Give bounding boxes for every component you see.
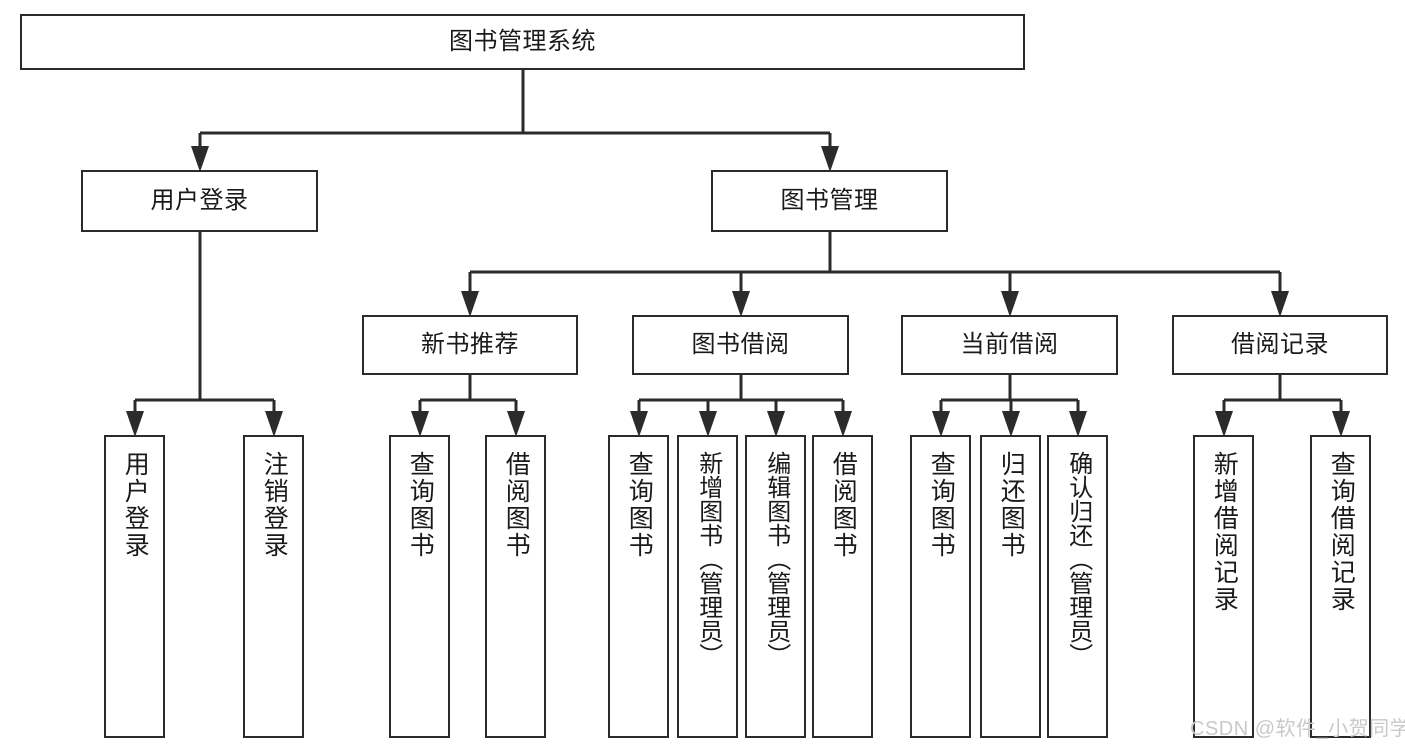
arrowhead-leaf-query-book-rec bbox=[411, 411, 429, 437]
node-leaf-add-book-admin[interactable]: 新增图书（管理员） bbox=[677, 435, 738, 738]
node-leaf-borrow-book[interactable]: 借阅图书 bbox=[812, 435, 873, 738]
node-user-login[interactable]: 用户登录 bbox=[81, 170, 318, 232]
arrowhead-user-login bbox=[191, 146, 209, 172]
node-leaf-query-book-borrow[interactable]: 查询图书 bbox=[608, 435, 669, 738]
node-label-leaf-return-book: 归还图书 bbox=[997, 451, 1026, 559]
arrowhead-book-borrow bbox=[732, 291, 750, 317]
node-label-leaf-add-book-admin: 新增图书（管理员） bbox=[694, 451, 722, 667]
node-label-leaf-borrow-book: 借阅图书 bbox=[829, 451, 858, 559]
node-label-leaf-user-login: 用户登录 bbox=[121, 451, 150, 559]
node-leaf-query-book-current[interactable]: 查询图书 bbox=[910, 435, 971, 738]
node-leaf-add-borrow-record[interactable]: 新增借阅记录 bbox=[1193, 435, 1254, 738]
node-label-leaf-add-borrow-record: 新增借阅记录 bbox=[1210, 451, 1239, 613]
node-new-book-recommend[interactable]: 新书推荐 bbox=[362, 315, 578, 375]
node-label-leaf-query-book-current: 查询图书 bbox=[927, 451, 956, 559]
node-borrow-record[interactable]: 借阅记录 bbox=[1172, 315, 1388, 375]
arrowhead-leaf-query-borrow-record bbox=[1332, 411, 1350, 437]
node-label-leaf-query-book-borrow: 查询图书 bbox=[625, 451, 654, 559]
node-root[interactable]: 图书管理系统 bbox=[20, 14, 1025, 70]
node-leaf-return-book[interactable]: 归还图书 bbox=[980, 435, 1041, 738]
arrowhead-borrow-record bbox=[1271, 291, 1289, 317]
node-label-borrow-record: 借阅记录 bbox=[1231, 331, 1329, 359]
node-label-leaf-confirm-return-admin: 确认归还（管理员） bbox=[1064, 451, 1092, 667]
node-label-current-borrow: 当前借阅 bbox=[960, 331, 1059, 359]
arrowhead-new-book-recommend bbox=[461, 291, 479, 317]
arrowhead-current-borrow bbox=[1001, 291, 1019, 317]
arrowhead-leaf-borrow-book-rec bbox=[507, 411, 525, 437]
node-label-leaf-query-book-rec: 查询图书 bbox=[406, 451, 435, 559]
node-book-borrow[interactable]: 图书借阅 bbox=[632, 315, 849, 375]
node-label-book-management: 图书管理 bbox=[780, 187, 879, 215]
node-label-leaf-borrow-book-rec: 借阅图书 bbox=[502, 451, 531, 559]
node-leaf-borrow-book-rec[interactable]: 借阅图书 bbox=[485, 435, 546, 738]
node-label-leaf-edit-book-admin: 编辑图书（管理员） bbox=[762, 451, 790, 667]
arrowhead-leaf-add-book-admin bbox=[699, 411, 717, 437]
node-leaf-user-login[interactable]: 用户登录 bbox=[104, 435, 165, 738]
node-book-management[interactable]: 图书管理 bbox=[711, 170, 948, 232]
node-leaf-query-book-rec[interactable]: 查询图书 bbox=[389, 435, 450, 738]
arrowhead-leaf-user-login bbox=[126, 411, 144, 437]
arrowhead-leaf-return-book bbox=[1002, 411, 1020, 437]
node-label-user-login: 用户登录 bbox=[150, 187, 249, 215]
node-label-book-borrow: 图书借阅 bbox=[691, 331, 790, 359]
node-current-borrow[interactable]: 当前借阅 bbox=[901, 315, 1118, 375]
node-label-leaf-query-borrow-record: 查询借阅记录 bbox=[1327, 451, 1356, 613]
arrowhead-leaf-confirm-return-admin bbox=[1069, 411, 1087, 437]
node-leaf-query-borrow-record[interactable]: 查询借阅记录 bbox=[1310, 435, 1371, 738]
node-label-leaf-logout: 注销登录 bbox=[260, 451, 289, 559]
arrowhead-leaf-logout bbox=[265, 411, 283, 437]
arrowhead-leaf-query-book-current bbox=[932, 411, 950, 437]
node-leaf-confirm-return-admin[interactable]: 确认归还（管理员） bbox=[1047, 435, 1108, 738]
node-label-root: 图书管理系统 bbox=[449, 28, 596, 56]
arrowhead-leaf-borrow-book bbox=[834, 411, 852, 437]
arrowhead-leaf-query-book-borrow bbox=[630, 411, 648, 437]
node-leaf-logout[interactable]: 注销登录 bbox=[243, 435, 304, 738]
arrowhead-book-management bbox=[821, 146, 839, 172]
arrowhead-leaf-add-borrow-record bbox=[1215, 411, 1233, 437]
node-label-new-book-recommend: 新书推荐 bbox=[421, 331, 519, 359]
watermark: CSDN @软件_小贺同学 bbox=[1190, 718, 1405, 740]
node-leaf-edit-book-admin[interactable]: 编辑图书（管理员） bbox=[745, 435, 806, 738]
arrowhead-leaf-edit-book-admin bbox=[767, 411, 785, 437]
